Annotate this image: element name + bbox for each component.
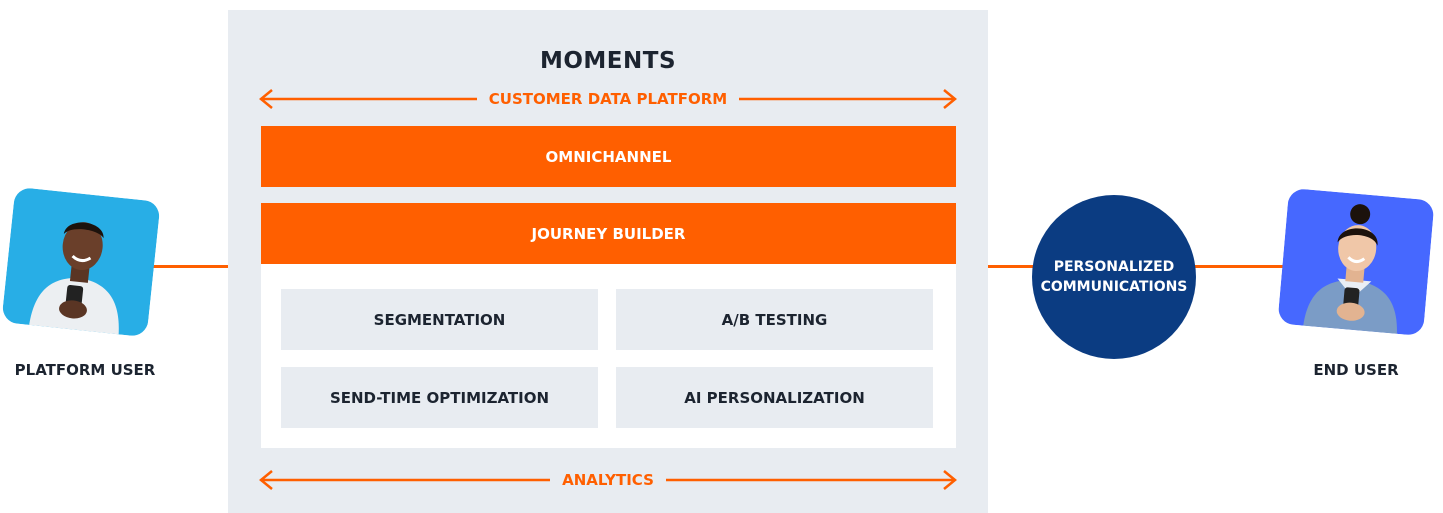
end-user-label: END USER (1313, 361, 1399, 379)
connector-circle-right (1194, 265, 1286, 268)
personalized-communications-circle: PERSONALIZED COMMUNICATIONS (1032, 195, 1196, 359)
connector-panel-circle (988, 265, 1034, 268)
analytics-label: ANALYTICS (550, 471, 666, 489)
end-user-photo (1277, 187, 1435, 337)
platform-user-label: PLATFORM USER (14, 361, 156, 379)
features-box: SEGMENTATION A/B TESTING SEND-TIME OPTIM… (261, 264, 956, 448)
platform-user-photo (1, 186, 161, 338)
customer-data-platform-arrow: CUSTOMER DATA PLATFORM (258, 87, 958, 111)
feature-send-time-optimization: SEND-TIME OPTIMIZATION (281, 367, 598, 428)
person-with-phone-icon (1277, 187, 1435, 337)
feature-segmentation: SEGMENTATION (281, 289, 598, 350)
feature-ab-testing: A/B TESTING (616, 289, 933, 350)
connector-left (152, 265, 228, 268)
customer-data-platform-label: CUSTOMER DATA PLATFORM (476, 90, 740, 108)
person-with-phone-icon (1, 186, 161, 338)
panel-title: MOMENTS (539, 48, 677, 74)
omnichannel-bar: OMNICHANNEL (261, 126, 956, 187)
journey-builder-bar: JOURNEY BUILDER (261, 203, 956, 264)
moments-panel: MOMENTS CUSTOMER DATA PLATFORM OMNICHANN… (228, 10, 988, 513)
feature-ai-personalization: AI PERSONALIZATION (616, 367, 933, 428)
personalized-communications-label: PERSONALIZED COMMUNICATIONS (1040, 259, 1188, 295)
analytics-arrow: ANALYTICS (258, 468, 958, 492)
